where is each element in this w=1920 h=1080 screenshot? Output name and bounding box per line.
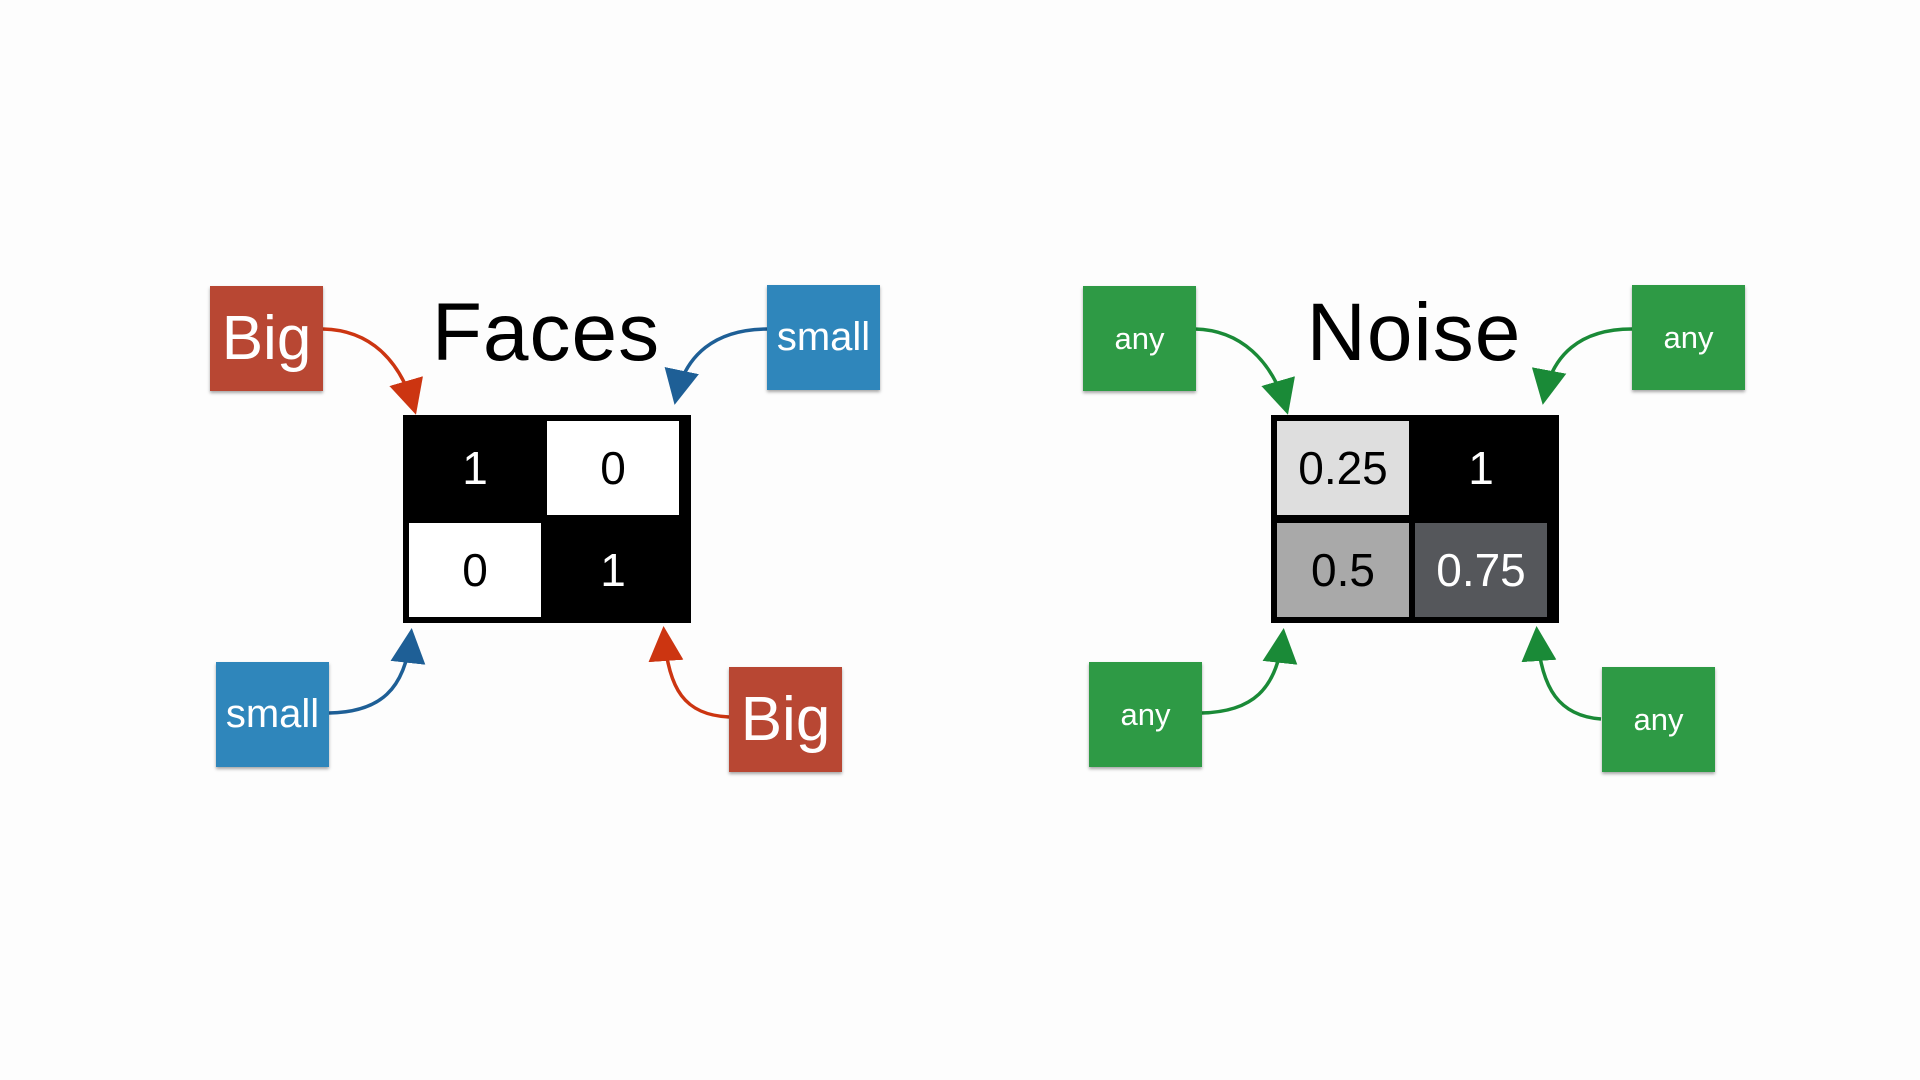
faces-tag-top-right: small	[767, 285, 880, 390]
noise-tag-top-right: any	[1632, 285, 1745, 390]
noise-grid: 0.25 1 0.5 0.75	[1271, 415, 1559, 623]
faces-cell: 0	[409, 523, 541, 617]
noise-cell: 0.75	[1415, 523, 1547, 617]
arrow-faces-bottom-left	[328, 628, 426, 715]
noise-cell: 0.25	[1277, 421, 1409, 515]
noise-tag-bottom-right: any	[1602, 667, 1715, 772]
noise-tag-bottom-left: any	[1089, 662, 1202, 767]
faces-tag-bottom-left: small	[216, 662, 329, 767]
faces-tag-top-left: Big	[210, 286, 323, 391]
noise-title: Noise	[1306, 287, 1522, 378]
faces-cell: 1	[409, 421, 541, 515]
noise-cell: 1	[1415, 421, 1547, 515]
faces-tag-bottom-right: Big	[729, 667, 842, 772]
arrow-faces-bottom-right	[648, 626, 730, 719]
faces-cell: 0	[547, 421, 679, 515]
noise-tag-top-left: any	[1083, 286, 1196, 391]
arrow-noise-bottom-right	[1521, 626, 1602, 721]
faces-title: Faces	[431, 287, 661, 378]
faces-cell: 1	[547, 523, 679, 617]
arrow-noise-bottom-left	[1200, 628, 1298, 715]
noise-cell: 0.5	[1277, 523, 1409, 617]
faces-grid: 1 0 0 1	[403, 415, 691, 623]
